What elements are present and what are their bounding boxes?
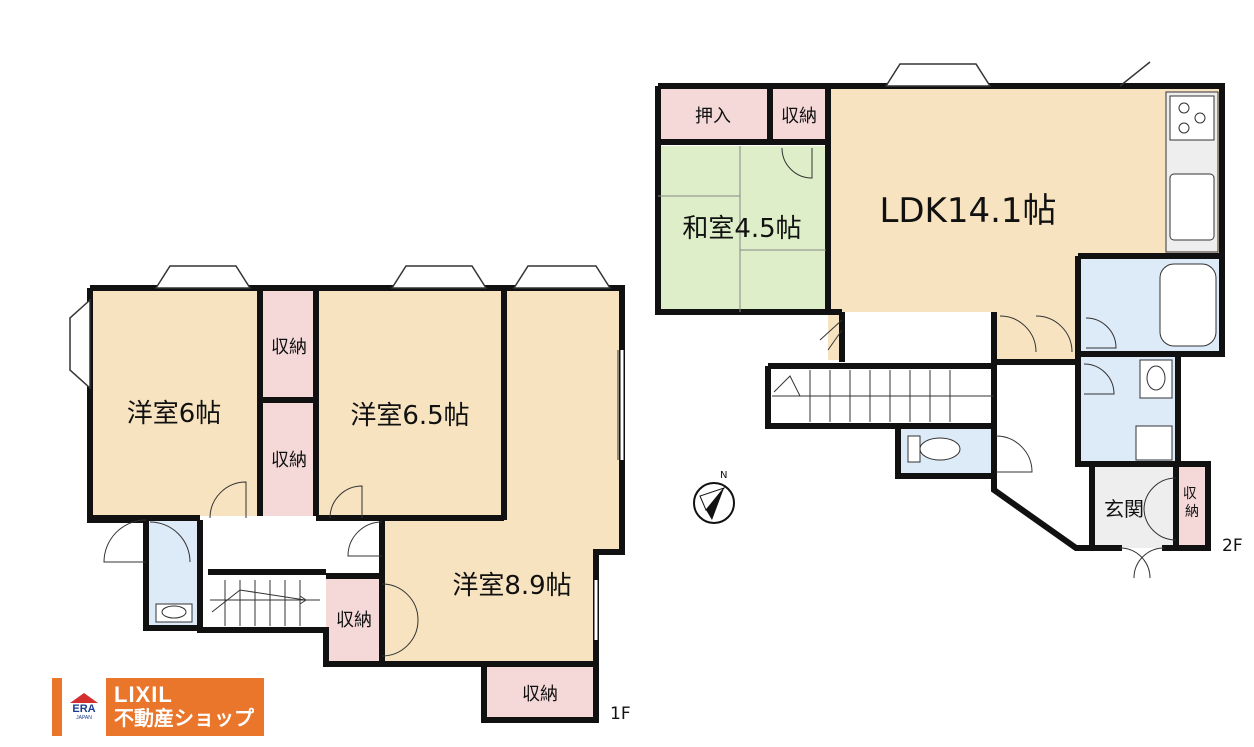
label-oshiire: 押入 (695, 106, 731, 127)
closet-b (262, 402, 314, 516)
closet-d (484, 664, 596, 720)
room-ldk (828, 88, 1222, 360)
toilet-fixture (907, 435, 961, 463)
compass-north: N (720, 470, 727, 481)
floor-label-1f: 1F (610, 704, 631, 724)
kitchen (1165, 91, 1219, 253)
floor-2f: N 押入 収納 和室4.5帖 LDK14.1帖 玄関 収 納 2F (655, 61, 1243, 579)
label-storage-genkan: 収 納 (1183, 486, 1201, 520)
bathtub (1159, 263, 1217, 347)
closet-c (326, 578, 382, 664)
room-western-89 (382, 288, 622, 664)
sink-1f (155, 603, 193, 623)
closet-a (262, 290, 314, 400)
windows-2f (884, 61, 1151, 87)
label-genkan: 玄関 (1104, 497, 1144, 521)
room-washitsu (658, 146, 826, 312)
house-roof-icon (70, 693, 98, 703)
era-sub-text: JAPAN (76, 715, 92, 721)
label-western-65: 洋室6.5帖 (350, 401, 469, 431)
closet-top (772, 88, 826, 142)
label-storage-d: 収納 (522, 684, 558, 705)
closet-genkan (1176, 466, 1206, 548)
doors-2f (781, 147, 1177, 579)
label-storage-a: 収納 (271, 337, 307, 358)
genkan (1092, 466, 1176, 548)
label-storage-top: 収納 (781, 106, 817, 127)
label-western-89: 洋室8.9帖 (452, 571, 571, 601)
stairs-2f (772, 370, 994, 422)
label-storage-genkan-2: 納 (1185, 504, 1199, 520)
label-storage-genkan-1: 収 (1183, 486, 1197, 502)
label-storage-c: 収納 (336, 610, 372, 631)
room-western-65 (318, 290, 502, 516)
washbasin (1135, 359, 1173, 461)
lixil-logo: ERA JAPAN LIXIL 不動産ショップ (52, 678, 264, 736)
era-text: ERA (72, 703, 96, 715)
tatami-lines (658, 146, 826, 312)
label-ldk: LDK14.1帖 (879, 191, 1056, 231)
logo-text: LIXIL 不動産ショップ (114, 683, 254, 731)
logo-brand: LIXIL (114, 682, 173, 707)
label-storage-b: 収納 (271, 450, 307, 471)
windows-1f (69, 265, 612, 390)
floor-label-2f: 2F (1222, 536, 1243, 556)
oshiire (658, 88, 768, 142)
label-western-6: 洋室6帖 (127, 399, 222, 429)
logo-tagline: 不動産ショップ (114, 708, 254, 730)
room-western-6 (90, 290, 260, 516)
stairs-1f (210, 580, 320, 626)
doors-1f (103, 350, 624, 657)
era-logo: ERA JAPAN (62, 678, 106, 736)
floor-1f: 洋室6帖 洋室6.5帖 洋室8.9帖 収納 収納 収納 収納 1F (69, 265, 631, 724)
label-washitsu: 和室4.5帖 (682, 214, 801, 244)
compass-rose (693, 482, 735, 524)
